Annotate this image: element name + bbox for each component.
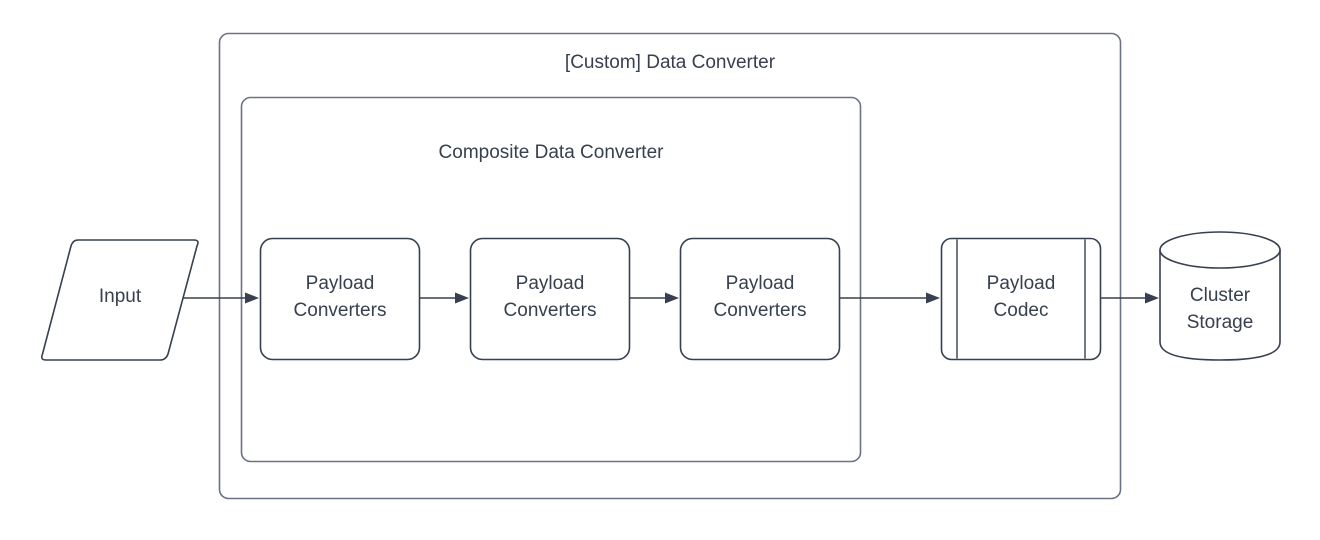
converter-2-box — [469, 237, 631, 361]
connector-converter-3-to-payload-codec — [840, 292, 940, 304]
arrowhead-icon — [455, 292, 469, 304]
node-payload-converters-1[interactable]: Payload Converters — [259, 237, 421, 361]
arrowhead-icon — [1145, 292, 1159, 304]
connector-input-to-converter-1 — [183, 292, 259, 304]
converter-1-label-line-1: Payload — [306, 273, 375, 294]
connector-converter-2-to-converter-3 — [630, 292, 679, 304]
node-payload-converters-2[interactable]: Payload Converters — [469, 237, 631, 361]
cluster-storage-cylinder-top — [1159, 231, 1281, 269]
payload-codec-label-line-1: Payload — [987, 273, 1056, 294]
node-payload-codec[interactable]: Payload Codec — [940, 237, 1102, 361]
outer-container-label: [Custom] Data Converter — [565, 52, 776, 73]
node-cluster-storage[interactable]: Cluster Storage — [1159, 231, 1281, 361]
inner-container-label: Composite Data Converter — [439, 142, 665, 163]
converter-1-box — [259, 237, 421, 361]
outer-container-border — [218, 32, 1122, 500]
payload-codec-box — [940, 237, 1102, 361]
input-label: Input — [99, 286, 142, 307]
cluster-storage-cylinder-body — [1159, 249, 1281, 361]
connector-converter-1-to-converter-2 — [420, 292, 469, 304]
converter-3-box — [679, 237, 841, 361]
inner-container-border — [240, 96, 862, 463]
converter-3-label-line-2: Converters — [714, 300, 807, 321]
container-custom-data-converter[interactable]: [Custom] Data Converter — [218, 32, 1122, 500]
arrowhead-icon — [926, 292, 940, 304]
converter-2-label-line-1: Payload — [516, 273, 585, 294]
container-composite-data-converter[interactable]: Composite Data Converter — [240, 96, 862, 463]
input-parallelogram-shape — [40, 239, 199, 361]
arrowhead-icon — [665, 292, 679, 304]
converter-2-label-line-2: Converters — [504, 300, 597, 321]
node-payload-converters-3[interactable]: Payload Converters — [679, 237, 841, 361]
arrowhead-icon — [245, 292, 259, 304]
connector-payload-codec-to-cluster-storage — [1101, 292, 1159, 304]
payload-codec-label-line-2: Codec — [994, 300, 1049, 321]
cluster-storage-label-line-2: Storage — [1187, 312, 1254, 333]
node-input[interactable]: Input — [40, 239, 199, 361]
cluster-storage-label-line-1: Cluster — [1190, 285, 1251, 306]
converter-1-label-line-2: Converters — [294, 300, 387, 321]
converter-3-label-line-1: Payload — [726, 273, 795, 294]
